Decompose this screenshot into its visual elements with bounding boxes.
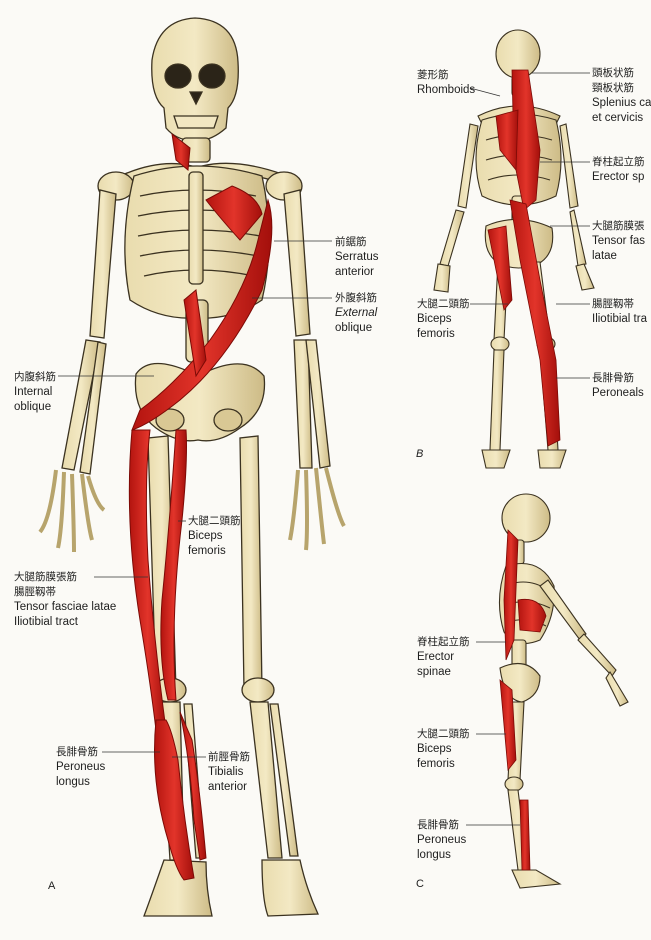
- label-tensor-fasciae-latae-a: 大腿筋膜張筋 腸脛靱帯 Tensor fasciae latae Iliotib…: [14, 571, 117, 628]
- muscles-back: [487, 69, 561, 447]
- label-erector-spinae-b: 脊柱起立筋 Erector sp: [592, 156, 645, 183]
- label-biceps-femoris-b: 大腿二頭筋 Biceps femoris: [417, 298, 470, 340]
- label-tibialis-anterior: 前脛骨筋 Tibialis anterior: [208, 751, 250, 793]
- label-external-oblique: 外腹斜筋 External oblique: [335, 292, 378, 334]
- skeleton-side: [498, 493, 629, 889]
- label-peroneals-b: 長腓骨筋 Peroneals: [592, 372, 644, 399]
- label-rhomboids: 菱形筋 Rhomboids: [417, 69, 476, 96]
- label-peroneus-longus-a: 長腓骨筋 Peroneus longus: [56, 746, 106, 788]
- label-splenius: 頭板状筋 頸板状筋 Splenius ca et cervicis: [592, 67, 651, 124]
- label-peroneus-longus-c: 長腓骨筋 Peroneus longus: [417, 819, 467, 861]
- label-serratus-anterior: 前鋸筋 Serratus anterior: [335, 236, 379, 278]
- panel-label-c: C: [416, 878, 424, 890]
- leader-lines: [58, 72, 590, 826]
- label-internal-oblique: 内腹斜筋 Internal oblique: [14, 371, 56, 413]
- label-iliotibial-tract-b: 腸脛靱帯 Iliotibial tra: [592, 298, 647, 325]
- label-biceps-femoris-a: 大腿二頭筋 Biceps femoris: [188, 515, 241, 557]
- label-erector-spinae-c: 脊柱起立筋 Erector spinae: [417, 636, 470, 678]
- panel-label-a: A: [48, 880, 56, 892]
- label-biceps-femoris-c: 大腿二頭筋 Biceps femoris: [417, 728, 470, 770]
- panel-label-b: B: [416, 448, 424, 460]
- muscles-side: [499, 529, 547, 871]
- muscles-front: [128, 132, 273, 881]
- label-tensor-fasciae-latae-b: 大腿筋膜張 Tensor fas latae: [592, 220, 646, 262]
